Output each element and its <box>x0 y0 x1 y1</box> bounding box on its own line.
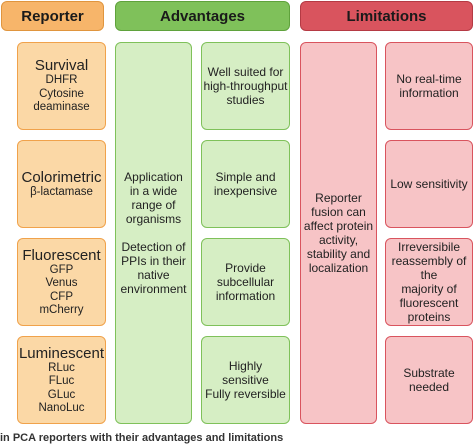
limitation-text: No real-time <box>396 72 462 86</box>
reporter-title: Fluorescent <box>22 246 101 264</box>
advantage-text: environment <box>120 282 187 296</box>
advantage-text: in a wide <box>129 184 178 198</box>
advantage-fluorescent: Provide subcellular information <box>201 238 290 326</box>
limitation-text: fusion can <box>311 205 366 219</box>
advantage-survival: Well suited for high-throughput studies <box>201 42 290 130</box>
advantage-text: Fully reversible <box>205 387 286 401</box>
advantage-luminescent: Highly sensitive Fully reversible <box>201 336 290 424</box>
limitation-text: fluorescent <box>399 296 459 310</box>
reporter-title: Colorimetric <box>21 168 102 186</box>
reporter-item: mCherry <box>39 304 84 316</box>
limitation-text: Reporter <box>315 191 362 205</box>
limitation-text: stability and <box>306 247 371 261</box>
advantage-text: Simple and <box>215 170 276 184</box>
reporter-item: CFP <box>50 290 73 303</box>
advantages-general: Application in a wide range of organisms… <box>115 42 192 424</box>
limitation-text: affect protein <box>303 219 374 233</box>
reporter-item: Venus <box>45 277 78 289</box>
reporter-colorimetric: Colorimetric β-lactamase <box>17 140 106 228</box>
limitation-fluorescent: Irreversibile reassembly of the majority… <box>385 238 473 326</box>
reporter-luminescent: Luminescent RLuc FLuc GLuc NanoLuc <box>17 336 106 424</box>
reporter-item: β-lactamase <box>30 185 93 198</box>
reporter-title: Survival <box>34 57 89 75</box>
reporter-survival: Survival DHFR Cytosine deaminase <box>17 42 106 130</box>
reporter-title: Luminescent <box>18 344 105 362</box>
limitation-text: needed <box>408 380 450 394</box>
advantage-text: Highly <box>228 359 263 373</box>
advantage-text: subcellular <box>216 275 275 289</box>
reporter-item: FLuc <box>48 375 75 387</box>
advantage-text: sensitive <box>222 373 269 387</box>
limitation-text: localization <box>308 261 369 275</box>
advantage-text: inexpensive <box>213 184 278 198</box>
advantage-text: Detection of <box>121 240 186 254</box>
limitation-text: Irreversibile <box>397 240 460 254</box>
advantage-text: PPIs in their <box>121 254 186 268</box>
limitation-survival: No real-time information <box>385 42 473 130</box>
reporter-header-label: Reporter <box>21 7 84 25</box>
advantage-text: information <box>215 289 276 303</box>
reporter-fluorescent: Fluorescent GFP Venus CFP mCherry <box>17 238 106 326</box>
advantage-text: high-throughput <box>203 79 288 93</box>
advantage-text: Well suited for <box>207 65 284 79</box>
reporter-item: deaminase <box>33 101 90 114</box>
reporter-item: GLuc <box>47 388 76 401</box>
advantage-text: native <box>137 268 170 282</box>
advantage-text: organisms <box>125 212 182 226</box>
advantage-text: range of <box>131 198 176 212</box>
limitation-text: proteins <box>407 310 451 324</box>
limitation-text: Low sensitivity <box>390 177 468 191</box>
limitations-header: Limitations <box>300 1 473 31</box>
limitation-luminescent: Substrate needed <box>385 336 473 424</box>
limitations-header-label: Limitations <box>346 7 427 25</box>
limitation-text: reassembly of the <box>391 254 467 282</box>
advantage-text: studies <box>226 93 265 107</box>
limitation-text: activity, <box>318 233 359 247</box>
limitation-text: information <box>399 86 459 100</box>
advantage-text: Application <box>124 170 183 184</box>
reporter-item: GFP <box>49 263 74 276</box>
reporter-item: RLuc <box>48 361 75 374</box>
reporter-header: Reporter <box>1 1 104 31</box>
reporter-item: DHFR <box>45 74 78 87</box>
reporter-item: NanoLuc <box>38 402 85 414</box>
limitation-text: Substrate <box>403 366 455 380</box>
limitations-general: Reporter fusion can affect protein activ… <box>300 42 377 424</box>
advantage-text: Provide <box>225 261 266 275</box>
reporter-item: Cytosine <box>39 87 84 100</box>
figure-caption: in PCA reporters with their advantages a… <box>0 432 284 444</box>
limitation-text: majority of <box>401 282 457 296</box>
advantages-header-label: Advantages <box>159 7 246 25</box>
advantages-header: Advantages <box>115 1 290 31</box>
limitation-colorimetric: Low sensitivity <box>385 140 473 228</box>
advantage-colorimetric: Simple and inexpensive <box>201 140 290 228</box>
